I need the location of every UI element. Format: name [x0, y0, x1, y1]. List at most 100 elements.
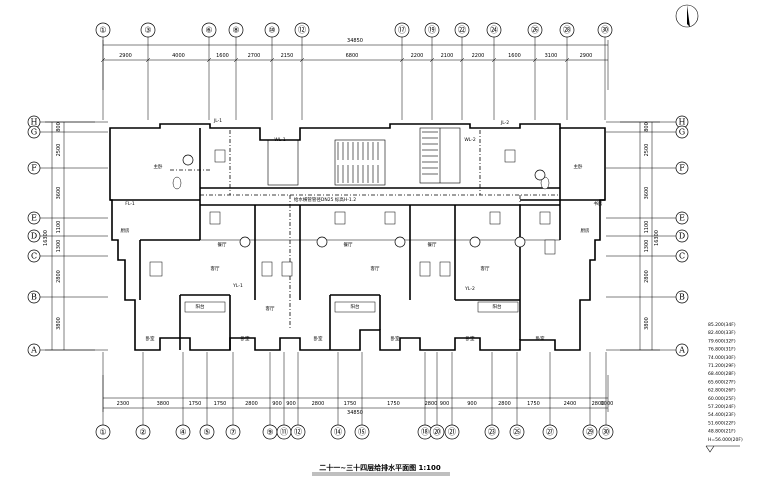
svg-text:F: F: [679, 164, 685, 173]
pipe-label-fl1: FL-1: [125, 201, 135, 207]
svg-text:G: G: [679, 128, 685, 137]
room-label-study: 书房: [594, 200, 603, 207]
svg-text:⑤: ⑤: [203, 428, 210, 437]
bottom-axis-bubble-18: ㉚: [598, 424, 614, 440]
unit-tag-3: [239, 236, 251, 248]
bottom-dim-18: 1000: [601, 401, 614, 407]
left-axis-bubble-C: C: [27, 249, 41, 263]
right-axis-bubble-B: B: [675, 290, 689, 304]
top-dim-7: 2200: [411, 53, 424, 59]
svg-text:⑪: ⑪: [280, 428, 288, 437]
elevation-entry-2: 82.400(33F): [708, 330, 736, 336]
top-axis-bubble-2: ③: [140, 22, 156, 38]
unit-tag-4: [316, 236, 328, 248]
svg-text:㉕: ㉕: [513, 428, 521, 437]
bottom-axis-bubble-12: ⑳: [429, 424, 445, 440]
bottom-axis-bubble-1: ①: [95, 424, 111, 440]
svg-text:⑮: ⑮: [358, 428, 366, 437]
bottom-dim-8: 2800: [312, 401, 325, 407]
left-dim-5: 1300: [56, 240, 62, 253]
bottom-dim-12: 900: [440, 401, 450, 407]
svg-text:D: D: [31, 232, 37, 241]
elevation-entry-10: 60.000(25F): [708, 396, 736, 402]
elevation-entry-9: 62.800(26F): [708, 388, 736, 394]
svg-text:⑧: ⑧: [232, 26, 239, 35]
bottom-axis-bubble-14: ㉓: [484, 424, 500, 440]
svg-text:㉔: ㉔: [490, 26, 498, 35]
bottom-axis-bubble-5: ⑦: [225, 424, 241, 440]
svg-text:⑲: ⑲: [428, 26, 436, 35]
elevation-entry-15: H=56.000(20F): [708, 437, 743, 443]
bottom-dim-16: 2400: [564, 401, 577, 407]
bottom-total-dimension: 34850: [347, 410, 363, 416]
right-axis-bubble-C: C: [675, 249, 689, 263]
top-dim-5: 2150: [281, 53, 294, 59]
bottom-axis-bubble-15: ㉕: [509, 424, 525, 440]
top-axis-bubble-3: ⑥: [201, 22, 217, 38]
svg-text:㉖: ㉖: [531, 26, 539, 35]
sanitary-fixtures: [149, 149, 556, 313]
bottom-dim-5: 2800: [245, 401, 258, 407]
elevation-entry-12: 54.400(23F): [708, 412, 736, 418]
elevation-entry-1: 85.200(34F): [708, 322, 736, 328]
svg-text:F: F: [31, 164, 37, 173]
left-total-dimension: 16300: [43, 230, 49, 246]
svg-text:D: D: [679, 232, 685, 241]
top-axis-bubble-1: ①: [95, 22, 111, 38]
right-axis-bubble-E: E: [675, 211, 689, 225]
elevation-entry-6: 71.200(29F): [708, 363, 736, 369]
top-axis-bubble-7: ⑰: [394, 22, 410, 38]
bottom-axis-bubble-4: ⑤: [199, 424, 215, 440]
pipe-label-yl1: YL-1: [232, 283, 243, 289]
room-label-bedroom-1: 卧室: [146, 335, 155, 342]
unit-tag-2: [534, 169, 546, 181]
svg-text:⑫: ⑫: [298, 26, 306, 35]
unit-tag-5: [394, 236, 406, 248]
top-axis-bubble-12: ㉘: [559, 22, 575, 38]
svg-text:㉚: ㉚: [601, 26, 609, 35]
svg-text:①: ①: [99, 26, 106, 35]
unit-tag-1: [182, 154, 194, 166]
left-axis-bubble-D: D: [27, 229, 41, 243]
svg-text:③: ③: [144, 26, 151, 35]
right-dim-1: 800: [644, 122, 650, 132]
svg-text:H: H: [679, 118, 686, 127]
bottom-axis-bubble-9: ⑭: [330, 424, 346, 440]
bottom-dim-7: 900: [286, 401, 296, 407]
top-total-dimension: 34850: [347, 38, 363, 44]
bottom-dim-9: 1750: [344, 401, 357, 407]
bottom-axis-bubble-16: ㉗: [542, 424, 558, 440]
room-label-living-4: 客厅: [481, 265, 490, 272]
unit-tag-6: [469, 236, 481, 248]
top-dim-10: 1600: [508, 53, 521, 59]
top-dim-12: 2900: [580, 53, 593, 59]
bottom-dim-3: 1750: [189, 401, 202, 407]
right-dim-4: 1100: [644, 221, 650, 234]
svg-text:⑫: ⑫: [294, 428, 302, 437]
top-dim-3: 1600: [216, 53, 229, 59]
plumbing-pipes: [170, 130, 560, 330]
svg-text:㉑: ㉑: [448, 428, 456, 437]
top-dim-2: 4000: [172, 53, 185, 59]
axis-grid-lines: [40, 37, 676, 425]
right-dim-5: 1300: [644, 240, 650, 253]
room-label-bedroom-6: 卧室: [536, 335, 545, 342]
svg-text:H: H: [31, 118, 38, 127]
bottom-dim-13: 900: [467, 401, 477, 407]
right-dim-2: 2500: [644, 144, 650, 157]
pipe-label-wl1: WL-1: [274, 137, 286, 143]
bottom-dim-14: 2800: [498, 401, 511, 407]
top-dim-6: 6800: [346, 53, 359, 59]
room-label-balcony-2: 阳台: [351, 303, 360, 310]
right-dim-6: 2800: [644, 270, 650, 283]
elevation-entry-11: 57.200(24F): [708, 404, 736, 410]
svg-text:C: C: [31, 252, 37, 261]
room-label-dining-3: 餐厅: [428, 241, 437, 248]
bottom-dim-2: 3800: [157, 401, 170, 407]
room-label-master-left: 主卧: [154, 163, 163, 170]
